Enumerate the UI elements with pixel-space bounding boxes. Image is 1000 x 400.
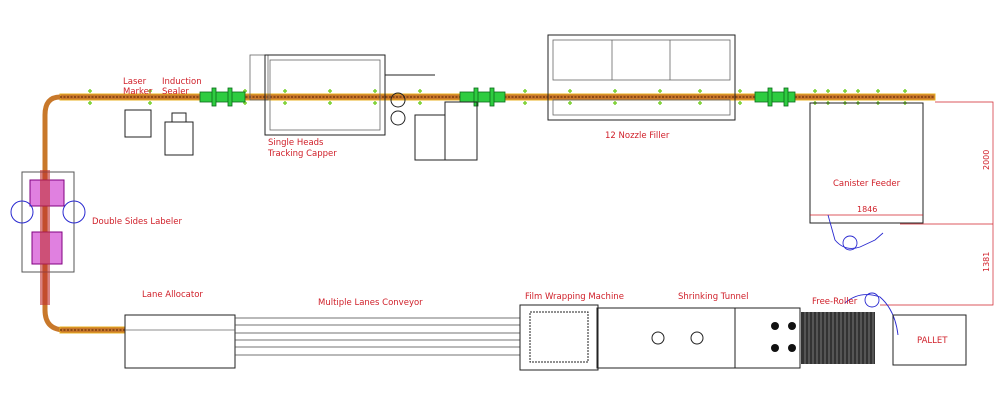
green-unit-1 xyxy=(199,87,796,107)
induction-sealer-box xyxy=(164,121,194,156)
filler-label: 12 Nozzle Filler xyxy=(605,131,670,141)
dimension-1846: 1846 xyxy=(857,205,877,214)
laser-marker-label-1: Laser xyxy=(123,77,147,87)
induction-sealer-label-2: Sealer xyxy=(162,87,189,97)
canister-feeder xyxy=(809,102,924,224)
canister-feeder-label: Canister Feeder xyxy=(833,179,901,189)
multiple-lanes-conveyor xyxy=(235,317,520,356)
laser-marker-label-2: Marker xyxy=(123,87,153,97)
capper-label-2: Tracking Capper xyxy=(267,149,337,159)
conveyor-guides xyxy=(88,89,907,105)
dimension-lines xyxy=(880,101,994,306)
free-roller xyxy=(801,312,875,364)
filler-machine xyxy=(547,34,736,121)
dimension-2000: 2000 xyxy=(982,150,991,170)
pallet-box xyxy=(892,314,967,366)
capper-label-1: Single Heads xyxy=(268,138,324,148)
induction-sealer-label-1: Induction xyxy=(162,77,202,87)
bottom-conveyor xyxy=(59,326,126,334)
shrinking-tunnel xyxy=(596,307,801,369)
shrinking-tunnel-label: Shrinking Tunnel xyxy=(678,292,748,302)
laser-marker-box xyxy=(124,109,152,138)
capper-machine xyxy=(249,54,478,161)
operator-icon xyxy=(827,214,899,336)
double-sides-labeler xyxy=(10,170,86,305)
free-roller-label: Free-Roller xyxy=(812,297,858,307)
film-wrapping-machine xyxy=(519,304,599,371)
labeler-label: Double Sides Labeler xyxy=(92,217,182,227)
dimension-1381: 1381 xyxy=(982,252,991,272)
pallet-label: PALLET xyxy=(917,336,948,346)
film-wrapping-label: Film Wrapping Machine xyxy=(525,292,624,302)
lanes-conveyor-label: Multiple Lanes Conveyor xyxy=(318,298,423,308)
lane-allocator-label: Lane Allocator xyxy=(142,290,203,300)
lane-allocator xyxy=(124,314,236,369)
